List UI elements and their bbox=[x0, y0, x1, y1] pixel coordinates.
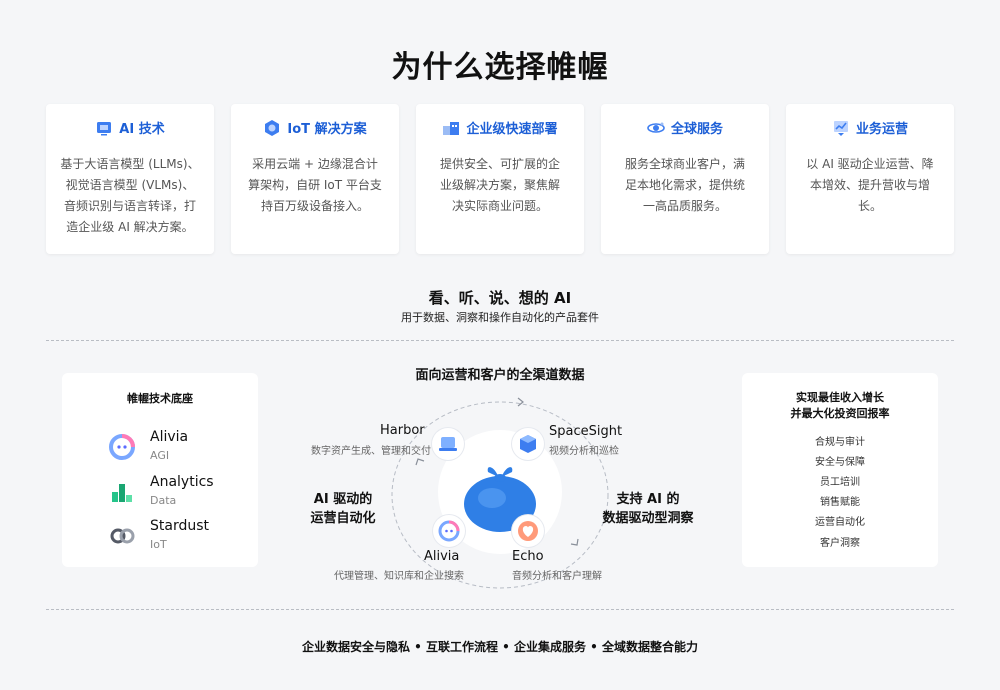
feature-title: 全球服务 bbox=[670, 122, 723, 137]
echo-name: Echo bbox=[512, 549, 544, 564]
feature-card-operation: 业务运营 以 AI 驱动企业运营、降 本增效、提升营收与增 长。 bbox=[786, 104, 954, 254]
feature-card-head: 业务运营 bbox=[786, 118, 954, 137]
alivia-node-icon bbox=[433, 515, 465, 547]
outcome-item: 安全与保障 bbox=[815, 457, 865, 468]
spacesight-name: SpaceSight bbox=[549, 424, 623, 439]
outcome-item: 销售赋能 bbox=[820, 497, 860, 508]
operation-icon bbox=[833, 120, 848, 136]
product-category: Data bbox=[150, 494, 177, 507]
feature-desc-line: 视觉语言模型 (VLMs)、 bbox=[65, 178, 195, 192]
section-title: 看、听、说、想的 AI bbox=[428, 289, 572, 307]
left-side-label: AI 驱动的 运营自动化 bbox=[306, 490, 380, 528]
feature-card-head: 企业级快速部署 bbox=[416, 118, 584, 137]
side-label-line: AI 驱动的 bbox=[313, 492, 373, 507]
outcome-item: 客户洞察 bbox=[820, 538, 860, 549]
deploy-icon bbox=[443, 121, 460, 135]
feature-card-iot: IoT 解决方案 采用云端 + 边缘混合计 算架构，自研 IoT 平台支 持百万… bbox=[231, 104, 399, 254]
stardust-logo-icon bbox=[110, 528, 135, 544]
feature-desc-line: 算架构，自研 IoT 平台支 bbox=[248, 178, 382, 192]
page-title: 为什么选择帷幄 bbox=[391, 50, 609, 85]
cycle-ring bbox=[391, 401, 609, 589]
feature-desc-line: 服务全球商业客户，满 bbox=[624, 157, 745, 171]
analytics-logo-icon bbox=[112, 484, 132, 502]
feature-title: AI 技术 bbox=[119, 122, 165, 137]
product-name: Stardust bbox=[150, 518, 210, 534]
footer-capabilities: 企业数据安全与隐私 • 互联工作流程 • 企业集成服务 • 全域数据整合能力 bbox=[301, 640, 699, 654]
panel-title-line: 实现最佳收入增长 bbox=[796, 391, 884, 404]
panel-title: 帷幄技术底座 bbox=[127, 392, 193, 405]
cycle-arrow-icon bbox=[415, 458, 425, 466]
section-desc: 用于数据、洞察和操作自动化的产品套件 bbox=[401, 311, 599, 324]
feature-desc-line: 决实际商业问题。 bbox=[451, 199, 548, 213]
divider bbox=[46, 340, 954, 341]
feature-desc-line: 采用云端 + 边缘混合计 bbox=[252, 157, 378, 171]
side-label-line: 运营自动化 bbox=[310, 511, 376, 526]
feature-desc: 服务全球商业客户，满 足本地化需求，提供统 一高品质服务。 bbox=[613, 154, 757, 217]
right-side-label: 支持 AI 的 数据驱动型洞察 bbox=[598, 490, 698, 528]
feature-desc-line: 以 AI 驱动企业运营、降 bbox=[806, 157, 934, 171]
feature-desc-line: 提供安全、可扩展的企 bbox=[439, 157, 560, 171]
alivia-name: Alivia bbox=[424, 549, 460, 564]
outcome-item: 员工培训 bbox=[820, 477, 860, 488]
feature-desc: 以 AI 驱动企业运营、降 本增效、提升营收与增 长。 bbox=[798, 154, 942, 217]
product-name: Analytics bbox=[150, 474, 214, 490]
feature-title: IoT 解决方案 bbox=[287, 122, 367, 137]
echo-desc: 音频分析和客户理解 bbox=[512, 571, 602, 582]
center-top-label: 面向运营和客户的全渠道数据 bbox=[415, 368, 585, 383]
feature-desc-line: 本增效、提升营收与增 bbox=[809, 178, 930, 192]
side-label-line: 数据驱动型洞察 bbox=[602, 511, 694, 526]
tech-foundation-panel: 帷幄技术底座 Alivia AGI Analytics Data Stardus… bbox=[62, 373, 258, 567]
outcomes-panel: 实现最佳收入增长 并最大化投资回报率 合规与审计 安全与保障 员工培训 销售赋能… bbox=[742, 373, 938, 567]
feature-desc-line: 足本地化需求，提供统 bbox=[624, 178, 745, 192]
feature-cards: AI 技术 基于大语言模型 (LLMs)、 视觉语言模型 (VLMs)、 音频识… bbox=[46, 104, 954, 254]
feature-card-ai: AI 技术 基于大语言模型 (LLMs)、 视觉语言模型 (VLMs)、 音频识… bbox=[46, 104, 214, 254]
feature-desc-line: 业级解决方案，聚焦解 bbox=[439, 178, 560, 192]
feature-card-head: 全球服务 bbox=[601, 118, 769, 137]
feature-desc-line: 基于大语言模型 (LLMs)、 bbox=[60, 157, 200, 171]
spacesight-desc: 视频分析和巡检 bbox=[549, 446, 619, 457]
feature-title: 企业级快速部署 bbox=[466, 122, 558, 137]
harbor-desc: 数字资产生成、管理和交付 bbox=[311, 446, 431, 457]
feature-card-deploy: 企业级快速部署 提供安全、可扩展的企 业级解决方案，聚焦解 决实际商业问题。 bbox=[416, 104, 584, 254]
side-label-line: 支持 AI 的 bbox=[616, 492, 680, 507]
outcome-item: 合规与审计 bbox=[815, 437, 865, 448]
product-name: Alivia bbox=[150, 429, 189, 445]
product-category: AGI bbox=[150, 449, 170, 462]
harbor-name: Harbor bbox=[380, 423, 425, 438]
panel-title-line: 并最大化投资回报率 bbox=[790, 407, 890, 420]
feature-card-global: 全球服务 服务全球商业客户，满 足本地化需求，提供统 一高品质服务。 bbox=[601, 104, 769, 254]
spacesight-node-icon bbox=[512, 428, 544, 460]
product-category: IoT bbox=[150, 538, 167, 551]
echo-node-icon bbox=[512, 515, 544, 547]
outcome-item: 运营自动化 bbox=[815, 517, 865, 528]
alivia-desc: 代理管理、知识库和企业搜索 bbox=[334, 571, 464, 582]
harbor-node-icon bbox=[432, 428, 464, 460]
feature-desc-line: 音频识别与语言转译，打 bbox=[63, 199, 196, 213]
feature-card-head: AI 技术 bbox=[46, 118, 214, 137]
cycle-arrow-icon bbox=[517, 397, 524, 407]
ai-chip-icon bbox=[97, 121, 112, 135]
feature-title: 业务运营 bbox=[855, 122, 908, 137]
feature-desc-line: 长。 bbox=[857, 199, 882, 213]
divider bbox=[46, 609, 954, 610]
iot-hub-icon bbox=[265, 119, 280, 136]
feature-desc-line: 造企业级 AI 解决方案。 bbox=[66, 220, 194, 234]
cycle-arrow-icon bbox=[570, 538, 579, 546]
feature-desc: 提供安全、可扩展的企 业级解决方案，聚焦解 决实际商业问题。 bbox=[428, 154, 572, 217]
feature-desc: 基于大语言模型 (LLMs)、 视觉语言模型 (VLMs)、 音频识别与语言转译… bbox=[58, 154, 202, 238]
feature-desc-line: 一高品质服务。 bbox=[642, 199, 727, 213]
alivia-logo-icon bbox=[109, 434, 135, 460]
global-service-icon bbox=[647, 122, 665, 133]
feature-card-head: IoT 解决方案 bbox=[231, 118, 399, 137]
feature-desc: 采用云端 + 边缘混合计 算架构，自研 IoT 平台支 持百万级设备接入。 bbox=[243, 154, 387, 217]
feature-desc-line: 持百万级设备接入。 bbox=[260, 199, 369, 213]
